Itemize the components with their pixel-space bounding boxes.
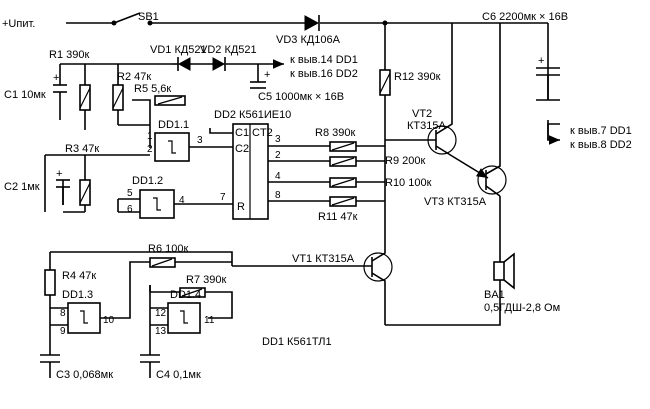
svg-text:8: 8	[275, 190, 281, 201]
pin8-label: к выв.8 DD2	[570, 139, 632, 151]
svg-text:12: 12	[155, 308, 167, 319]
c2-label: C2 1мк	[4, 181, 40, 193]
sb1-switch	[113, 12, 153, 26]
dd2-label: DD2 К561ИЕ10	[214, 109, 291, 121]
vd2-label: VD2 КД521	[200, 44, 257, 56]
svg-text:11: 11	[204, 315, 215, 326]
left-network	[44, 63, 172, 213]
dd13-label: DD1.3	[62, 289, 93, 301]
c5-plus: +	[264, 69, 270, 81]
svg-text:7: 7	[220, 192, 226, 203]
r5-label: R5 5,6к	[134, 83, 171, 95]
c1-label: C1 10мк	[4, 89, 46, 101]
bottom-oscillator	[49, 251, 233, 355]
svg-text:1: 1	[147, 131, 153, 142]
vd3-diode	[304, 15, 320, 31]
ba1-label-a: BA1	[484, 289, 505, 301]
c6-plus: +	[538, 55, 544, 67]
svg-text:4: 4	[275, 171, 281, 182]
dd1-label: DD1 К561ТЛ1	[262, 336, 332, 348]
r10-label: R10 100к	[385, 177, 432, 189]
dd14-label: DD1.4	[170, 289, 201, 301]
svg-text:9: 9	[60, 326, 66, 337]
r11-label: R11 47к	[318, 211, 358, 223]
vt1-label: VT1 КТ315А	[292, 253, 355, 265]
r12-label: R12 390к	[394, 71, 441, 83]
vt2-transistor	[385, 23, 489, 179]
vd3-label: VD3 КД106А	[276, 34, 341, 46]
ba1-label-b: 0,5ГДШ-2,8 Ом	[484, 302, 560, 314]
dd2-ct2: CT2	[252, 127, 273, 139]
r3-label: R3 47к	[65, 143, 99, 155]
vd2-diode	[212, 57, 258, 71]
svg-text:10: 10	[103, 315, 115, 326]
r4-resistor	[44, 269, 56, 296]
dd2-c1: C1	[235, 127, 249, 139]
c3-capacitor	[40, 354, 60, 378]
vd1-diode	[172, 57, 213, 71]
c4-label: C4 0,1мк	[156, 369, 201, 381]
pin16-label: к выв.16 DD2	[290, 68, 358, 80]
r2-label: R2 47к	[117, 71, 151, 83]
svg-text:8: 8	[60, 308, 66, 319]
pin14-label: к выв.14 DD1	[290, 54, 358, 66]
c3-label: C3 0,068мк	[56, 369, 113, 381]
ba1-speaker	[385, 252, 515, 326]
r9-label: R9 200к	[385, 155, 425, 167]
c4-capacitor	[140, 354, 160, 378]
c5-capacitor	[250, 64, 266, 89]
dd2-r: R	[237, 201, 245, 213]
dd2-outputs	[268, 95, 386, 202]
svg-text:2: 2	[275, 150, 281, 161]
svg-text:5: 5	[127, 188, 133, 199]
vt2-label-a: VT2	[412, 108, 432, 120]
c5-label: C5 1000мк × 16В	[258, 91, 344, 103]
pin7-label: к выв.7 DD1	[570, 125, 632, 137]
r6-label: R6 100к	[148, 243, 188, 255]
svg-text:6: 6	[127, 204, 133, 215]
dd11-label: DD1.1	[158, 119, 189, 131]
vt2-label-b: КТ315А	[407, 120, 446, 132]
svg-text:3: 3	[197, 135, 203, 146]
power-label: +Uпит.	[2, 18, 35, 30]
vt3-transistor	[477, 23, 507, 262]
r4-label: R4 47к	[62, 270, 96, 282]
dd2-c2: C2	[235, 143, 249, 155]
vt3-label: VT3 КТ315А	[424, 196, 487, 208]
svg-text:3: 3	[275, 134, 281, 145]
c6-capacitor	[536, 67, 560, 101]
vt1-transistor	[232, 201, 393, 325]
sb1-label: SB1	[138, 11, 159, 23]
svg-text:4: 4	[179, 195, 185, 206]
r1-label: R1 390к	[49, 49, 89, 61]
dd12-label: DD1.2	[132, 175, 163, 187]
c6-label: C6 2200мк × 16В	[482, 11, 568, 23]
svg-text:+: +	[53, 72, 59, 84]
vd1-label: VD1 КД521	[150, 44, 207, 56]
svg-text:2: 2	[147, 144, 153, 155]
svg-text:+: +	[56, 168, 62, 180]
r8-label: R8 390к	[315, 127, 355, 139]
svg-text:13: 13	[155, 326, 167, 337]
r7-label: R7 390к	[186, 274, 226, 286]
